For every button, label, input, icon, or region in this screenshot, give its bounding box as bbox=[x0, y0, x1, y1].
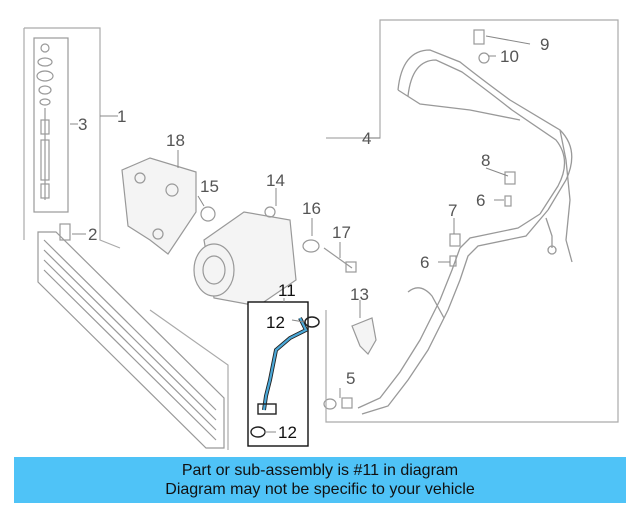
callout-4: 4 bbox=[362, 129, 371, 148]
fitting-9 bbox=[473, 29, 485, 45]
callout-2: 2 bbox=[88, 225, 97, 244]
callout-16: 16 bbox=[302, 199, 321, 218]
part-10-oring bbox=[478, 52, 490, 64]
part-5 bbox=[323, 397, 353, 410]
condenser-core bbox=[37, 223, 225, 449]
part-16-oring bbox=[302, 239, 320, 253]
leader-lines bbox=[70, 35, 531, 433]
group-1-outline bbox=[23, 27, 229, 450]
callout-15: 15 bbox=[200, 177, 219, 196]
info-banner: Part or sub-assembly is #11 in diagram D… bbox=[14, 457, 626, 503]
bracket-13 bbox=[351, 317, 377, 355]
callout-7: 7 bbox=[448, 201, 457, 220]
callouts: 1 2 3 4 5 6 6 7 8 9 10 11 12 12 13 14 15… bbox=[78, 35, 549, 442]
callout-18: 18 bbox=[166, 131, 185, 150]
part-15 bbox=[200, 206, 216, 222]
bolt-17 bbox=[323, 247, 357, 273]
part-8 bbox=[504, 171, 516, 185]
group-4-outline bbox=[325, 19, 619, 423]
callout-8: 8 bbox=[481, 151, 490, 170]
item-3-part-stack bbox=[33, 37, 69, 213]
callout-1: 1 bbox=[117, 107, 126, 126]
callout-14: 14 bbox=[266, 171, 285, 190]
callout-9: 9 bbox=[540, 35, 549, 54]
bracket-18 bbox=[121, 157, 197, 255]
part-11-box bbox=[247, 301, 309, 447]
callout-11: 11 bbox=[278, 281, 296, 300]
banner-line-2: Diagram may not be specific to your vehi… bbox=[165, 481, 475, 498]
highlighted-hose-11 bbox=[257, 316, 320, 415]
callout-13: 13 bbox=[350, 285, 369, 304]
part-7 bbox=[449, 233, 461, 247]
part-6-lower bbox=[449, 255, 457, 267]
callout-6-lower: 6 bbox=[420, 253, 429, 272]
part-6-upper bbox=[504, 195, 512, 207]
banner-line-1: Part or sub-assembly is #11 in diagram bbox=[181, 462, 459, 479]
callout-10: 10 bbox=[500, 47, 519, 66]
parts-diagram: 1 2 3 4 5 6 6 7 8 9 10 11 12 12 13 14 15… bbox=[23, 19, 619, 450]
callout-5: 5 bbox=[346, 369, 355, 388]
callout-12-upper: 12 bbox=[266, 313, 285, 332]
ac-lines-right bbox=[357, 49, 573, 415]
compressor-14 bbox=[193, 206, 297, 307]
callout-17: 17 bbox=[332, 223, 351, 242]
callout-3: 3 bbox=[78, 115, 87, 134]
callout-12-lower: 12 bbox=[278, 423, 297, 442]
callout-6-upper: 6 bbox=[476, 191, 485, 210]
